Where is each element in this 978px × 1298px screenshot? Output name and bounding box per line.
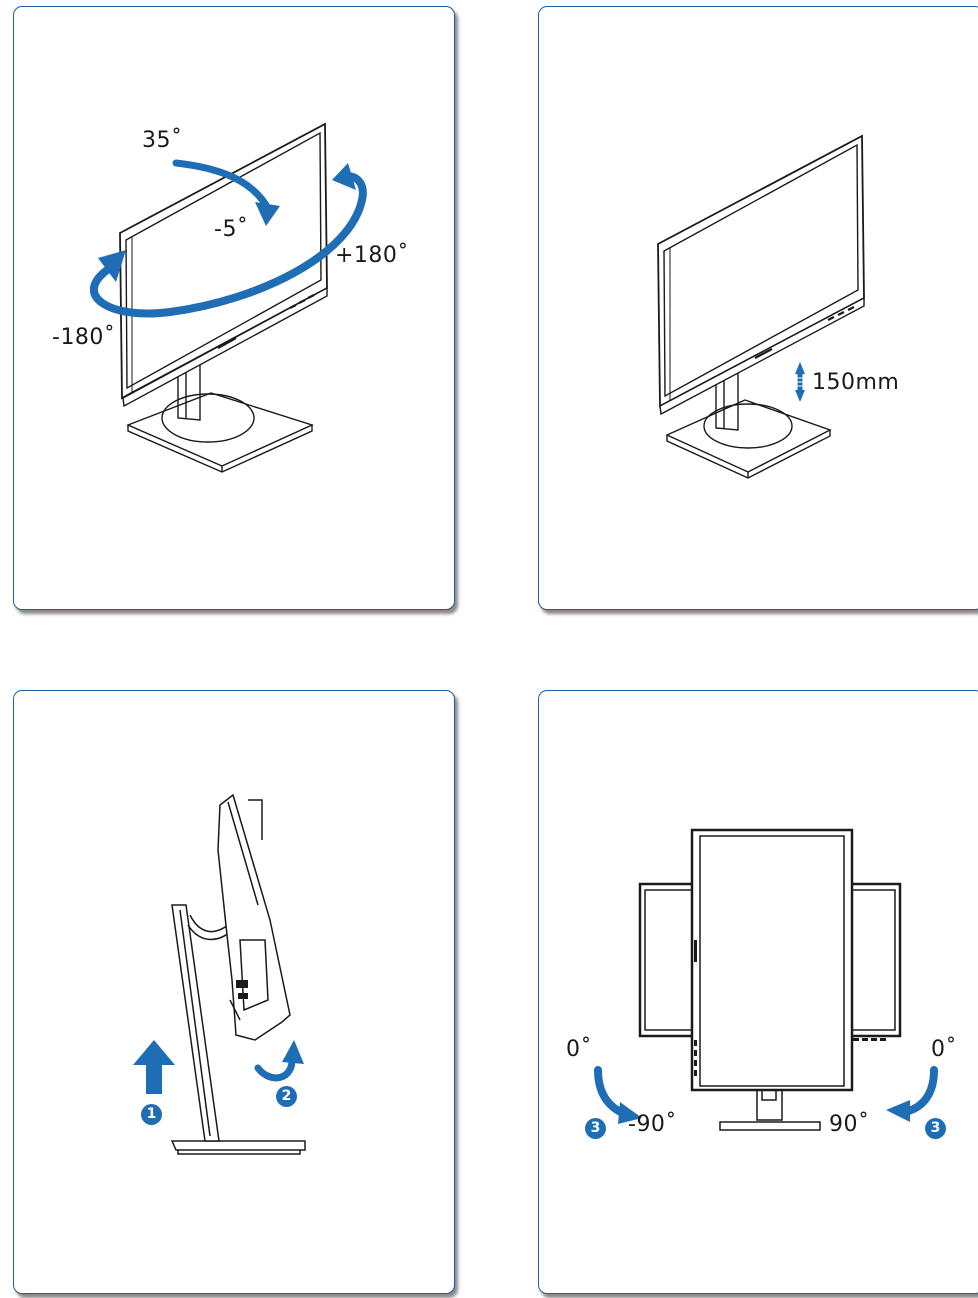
swivel-right-label: +180˚	[335, 243, 409, 268]
pivot-right-end-label: 90˚	[829, 1112, 870, 1137]
monitor-swivel-drawing	[119, 122, 328, 473]
pivot-left-start-label: 0˚	[566, 1037, 592, 1062]
step-3-right-badge: 3	[925, 1118, 946, 1139]
swivel-arrowheads	[98, 163, 356, 282]
swivel-arrow-icon	[90, 171, 367, 318]
step-1-badge: 1	[141, 1104, 162, 1125]
swivel-left-label: -180˚	[52, 325, 116, 350]
tilt-back-label: 35˚	[142, 128, 183, 153]
lift-arrow-icon	[133, 1040, 175, 1094]
monitor-side-drawing	[170, 793, 306, 1155]
rotate-arrow-icon	[254, 1040, 304, 1082]
height-arrow-icon	[795, 362, 805, 402]
pivot-left-end-label: -90˚	[628, 1112, 677, 1137]
monitor-pivot-drawing	[638, 828, 902, 1131]
step-3-left-badge: 3	[585, 1118, 606, 1139]
monitor-height-drawing	[657, 134, 865, 479]
step-2-badge: 2	[276, 1086, 297, 1107]
tilt-forward-label: -5˚	[214, 217, 249, 242]
height-label: 150mm	[812, 370, 900, 395]
pivot-right-start-label: 0˚	[931, 1037, 957, 1062]
tilt-arrow-icon	[172, 159, 270, 209]
pivot-arrow-icon	[594, 1066, 938, 1124]
